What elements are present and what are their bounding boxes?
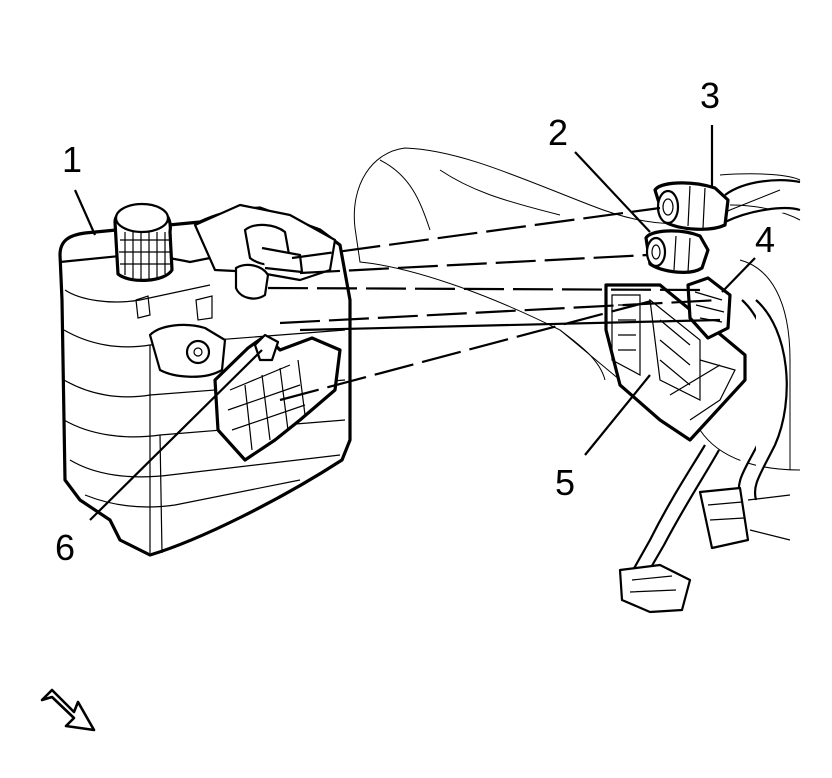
- callout-6: 6: [55, 527, 75, 568]
- hose-fittings: [644, 179, 801, 274]
- leader-lines: [73, 125, 756, 521]
- electrical-connector: [686, 276, 732, 340]
- callout-5: 5: [555, 462, 575, 503]
- evap-canister: [58, 202, 352, 557]
- callout-2: 2: [548, 112, 568, 153]
- mounting-bracket: [604, 283, 747, 442]
- front-direction-arrow-icon: [40, 688, 96, 732]
- vehicle-body-background: [353, 147, 801, 471]
- wiring-harness: [618, 299, 791, 614]
- assembly-lines: [267, 206, 721, 402]
- callout-4: 4: [755, 219, 775, 260]
- callout-3: 3: [700, 75, 720, 116]
- callout-1: 1: [62, 139, 82, 180]
